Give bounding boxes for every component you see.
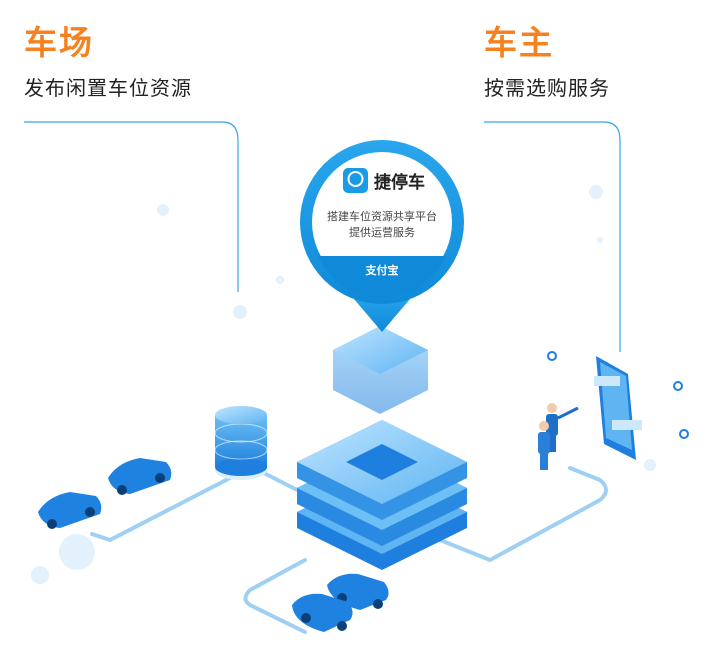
- phone-icon: [547, 351, 689, 460]
- server-box: [333, 326, 428, 414]
- parking-lot-title: 车场: [24, 23, 94, 62]
- pin-line-1: 搭建车位资源共享平台: [327, 210, 437, 223]
- location-pin: [300, 140, 464, 332]
- parking-lot-subtitle: 发布闲置车位资源: [24, 76, 192, 100]
- pin-line-2: 提供运营服务: [349, 226, 415, 239]
- car-owner-title: 车主: [484, 23, 554, 62]
- car-owner-subtitle: 按需选购服务: [484, 76, 610, 100]
- car-icon: [292, 593, 353, 632]
- database-icon: [214, 406, 268, 480]
- brand-name: 捷停车: [374, 173, 425, 193]
- network-paths: [90, 466, 608, 634]
- connector-lines: [24, 121, 621, 352]
- car-icon: [108, 458, 172, 495]
- car-icons: [38, 458, 389, 632]
- people-icon: [538, 403, 579, 470]
- decor-dots: [31, 185, 656, 584]
- platform-stack: [297, 420, 467, 570]
- car-icon: [38, 492, 102, 529]
- alipay-label: 支付宝: [365, 264, 399, 277]
